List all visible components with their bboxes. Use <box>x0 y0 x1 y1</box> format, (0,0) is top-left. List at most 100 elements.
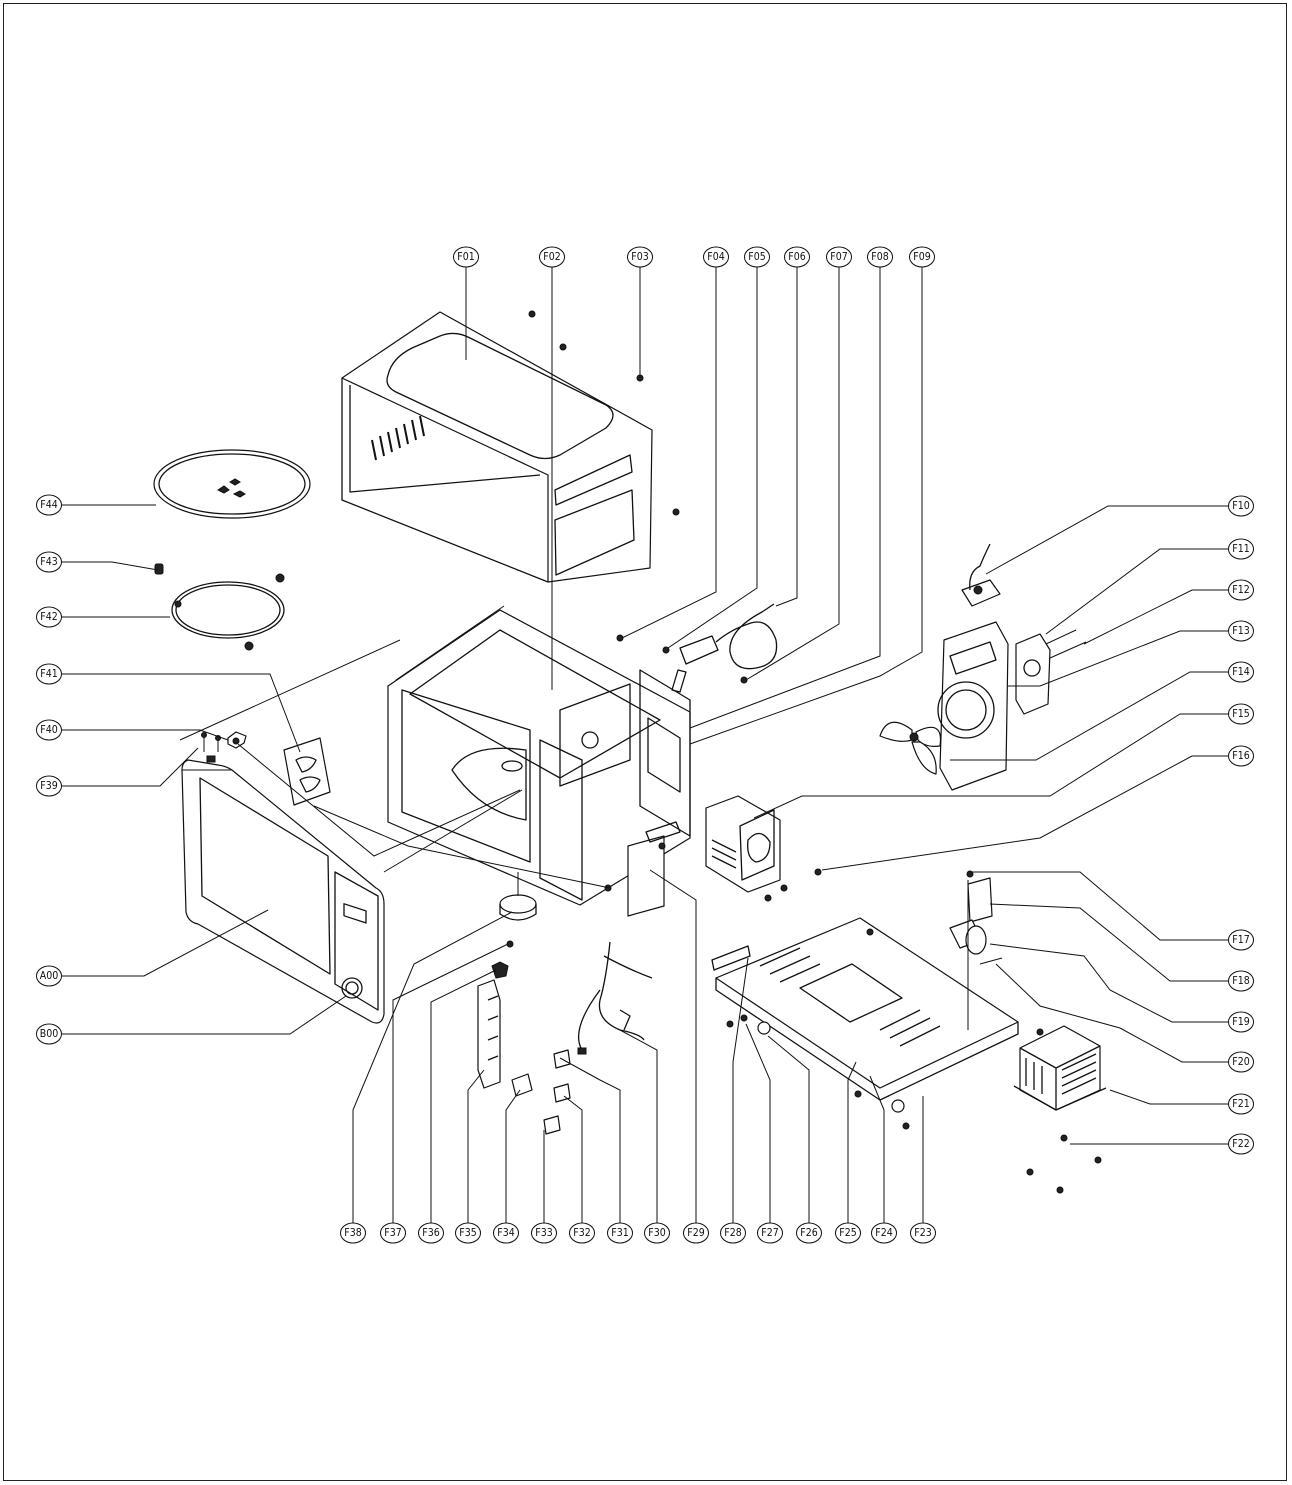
drawing-frame <box>3 3 1287 1481</box>
callout-bubble <box>36 719 62 741</box>
callout-f18: F18 <box>1228 970 1254 992</box>
callout-bubble <box>910 1222 936 1244</box>
callout-label: F24 <box>875 1227 892 1239</box>
glass-tray <box>153 449 311 519</box>
callout-f09: F09 <box>909 246 935 268</box>
callout-label: A00 <box>40 970 58 982</box>
callout-bubble <box>380 1222 406 1244</box>
callout-label: F42 <box>40 611 57 623</box>
callout-f38: F38 <box>340 1222 366 1244</box>
callout-label: F08 <box>871 251 888 263</box>
callout-label: F23 <box>914 1227 931 1239</box>
callout-bubble <box>36 775 62 797</box>
callout-bubble <box>493 1222 519 1244</box>
callout-bubble <box>36 1023 62 1045</box>
callout-bubble <box>1228 538 1254 560</box>
leader-lines <box>62 267 1228 1223</box>
callout-label: F43 <box>40 556 57 568</box>
insulation-sheet <box>627 821 681 917</box>
callout-bubble <box>455 1222 481 1244</box>
callout-label: F09 <box>913 251 930 263</box>
callout-label: F19 <box>1232 1016 1249 1028</box>
callout-f25: F25 <box>835 1222 861 1244</box>
callout-bubble <box>1228 745 1254 767</box>
callout-bubble <box>1228 703 1254 725</box>
callout-bubble <box>1228 620 1254 642</box>
callout-f01: F01 <box>453 246 479 268</box>
callout-bubble <box>1228 1093 1254 1115</box>
callout-f02: F02 <box>539 246 565 268</box>
callout-label: F38 <box>344 1227 361 1239</box>
callout-f15: F15 <box>1228 703 1254 725</box>
thermal-fuse <box>961 543 1001 607</box>
callout-label: F26 <box>800 1227 817 1239</box>
callout-bubble <box>569 1222 595 1244</box>
callout-f11: F11 <box>1228 538 1254 560</box>
callout-label: F33 <box>535 1227 552 1239</box>
roller-ring <box>154 563 285 651</box>
callout-bubble <box>531 1222 557 1244</box>
callout-bubble <box>683 1222 709 1244</box>
callout-label: F01 <box>457 251 474 263</box>
callout-f31: F31 <box>607 1222 633 1244</box>
callout-bubble <box>453 246 479 268</box>
callout-f30: F30 <box>644 1222 670 1244</box>
callout-f34: F34 <box>493 1222 519 1244</box>
callout-a00: A00 <box>36 965 62 987</box>
callout-label: F17 <box>1232 934 1249 946</box>
callout-bubble <box>1228 1133 1254 1155</box>
callout-bubble <box>744 246 770 268</box>
callout-bubble <box>36 551 62 573</box>
callout-f29: F29 <box>683 1222 709 1244</box>
callout-f42: F42 <box>36 606 62 628</box>
callout-f24: F24 <box>871 1222 897 1244</box>
callout-bubble <box>835 1222 861 1244</box>
callout-f14: F14 <box>1228 661 1254 683</box>
callout-bubble <box>644 1222 670 1244</box>
callout-label: F14 <box>1232 666 1249 678</box>
callout-f19: F19 <box>1228 1011 1254 1033</box>
callout-bubble <box>1228 1011 1254 1033</box>
callout-label: F20 <box>1232 1056 1249 1068</box>
callout-f17: F17 <box>1228 929 1254 951</box>
callout-f06: F06 <box>784 246 810 268</box>
callout-bubble <box>1228 661 1254 683</box>
callout-label: F07 <box>830 251 847 263</box>
transformer <box>1013 1025 1107 1194</box>
callout-label: F39 <box>40 780 57 792</box>
callout-label: F41 <box>40 668 57 680</box>
base-plate <box>711 917 1044 1130</box>
callout-label: F40 <box>40 724 57 736</box>
callout-bubble <box>36 494 62 516</box>
callout-f12: F12 <box>1228 579 1254 601</box>
callout-f35: F35 <box>455 1222 481 1244</box>
callout-label: F32 <box>573 1227 590 1239</box>
callout-f28: F28 <box>720 1222 746 1244</box>
callout-bubble <box>703 246 729 268</box>
callout-bubble <box>627 246 653 268</box>
callout-label: F12 <box>1232 584 1249 596</box>
callout-f39: F39 <box>36 775 62 797</box>
callout-bubble <box>784 246 810 268</box>
callout-label: F22 <box>1232 1138 1249 1150</box>
callout-bubble <box>720 1222 746 1244</box>
callout-bubble <box>826 246 852 268</box>
outer-cabinet <box>341 310 680 583</box>
coupler <box>227 731 247 749</box>
callout-f32: F32 <box>569 1222 595 1244</box>
callout-label: F18 <box>1232 975 1249 987</box>
callout-label: F27 <box>761 1227 778 1239</box>
callout-bubble <box>1228 929 1254 951</box>
callout-label: F16 <box>1232 750 1249 762</box>
callout-f36: F36 <box>418 1222 444 1244</box>
callout-b00: B00 <box>36 1023 62 1045</box>
callout-label: F34 <box>497 1227 514 1239</box>
screw-f16 <box>814 868 822 876</box>
callout-bubble <box>607 1222 633 1244</box>
callout-f37: F37 <box>380 1222 406 1244</box>
callout-f05: F05 <box>744 246 770 268</box>
callout-label: F04 <box>707 251 724 263</box>
callout-f13: F13 <box>1228 620 1254 642</box>
callout-label: F28 <box>724 1227 741 1239</box>
